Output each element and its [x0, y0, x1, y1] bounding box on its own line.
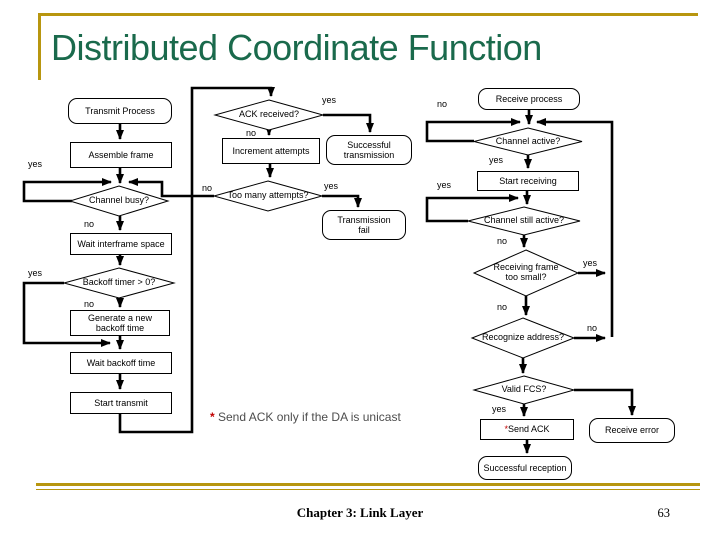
footnote-text: Send ACK only if the DA is unicast: [214, 410, 401, 424]
footer-page-number: 63: [657, 506, 671, 520]
edge-label-no: no: [84, 219, 95, 229]
node-send-ack: *Send ACK: [480, 419, 574, 440]
node-wait-backoff-time: Wait backoff time: [70, 352, 172, 374]
edge-label-no: no: [84, 299, 95, 309]
edge-label-yes: yes: [322, 95, 337, 105]
decision-backoff-timer: Backoff timer > 0?: [64, 268, 174, 298]
node-start-transmit: Start transmit: [70, 392, 172, 414]
edge-label-yes: yes: [492, 404, 507, 414]
slide-title: Distributed Coordinate Function: [51, 27, 542, 68]
gold-bottom-rule-thin: [36, 489, 700, 490]
decision-channel-busy: Channel busy?: [70, 186, 168, 216]
decision-too-many-attempts: Too many attempts?: [214, 181, 322, 211]
edge-label-yes: yes: [583, 258, 598, 268]
node-generate-backoff-time: Generate a new backoff time: [70, 310, 170, 336]
footnote-annotation: * Send ACK only if the DA is unicast: [210, 410, 401, 424]
node-receive-error: Receive error: [589, 418, 675, 443]
edge-label-yes: yes: [437, 180, 452, 190]
gold-top-rule: [38, 13, 698, 16]
gold-bottom-rule-thick: [36, 483, 700, 486]
edge-label-no: no: [587, 323, 598, 333]
edge-label-no: no: [246, 128, 257, 138]
edge-label-yes: yes: [28, 268, 43, 278]
node-receive-process: Receive process: [478, 88, 580, 110]
edge-label-yes: yes: [489, 155, 504, 165]
gold-left-rule: [38, 13, 41, 80]
decision-recognize-address: Recognize address?: [472, 318, 574, 358]
edge-label-no: no: [497, 236, 508, 246]
send-ack-asterisk: *: [504, 424, 508, 435]
node-transmit-process: Transmit Process: [68, 98, 172, 124]
edge-label-no: no: [437, 99, 448, 109]
node-wait-interframe-space: Wait interframe space: [70, 233, 172, 255]
node-start-receiving: Start receiving: [477, 171, 579, 191]
footer-chapter: Chapter 3: Link Layer: [296, 505, 424, 520]
node-increment-attempts: Increment attempts: [222, 138, 320, 164]
node-successful-transmission: Successful transmission: [326, 135, 412, 165]
edge-label-no: no: [202, 183, 213, 193]
node-successful-reception: Successful reception: [478, 456, 572, 480]
node-assemble-frame: Assemble frame: [70, 142, 172, 168]
edge-label-yes: yes: [324, 181, 339, 191]
node-transmission-fail: Transmission fail: [322, 210, 406, 240]
decision-channel-still-active: Channel still active?: [468, 207, 580, 235]
decision-valid-fcs: Valid FCS?: [474, 376, 574, 404]
decision-frame-too-small: Receiving frame too small?: [474, 250, 578, 296]
edge-label-yes: yes: [28, 159, 43, 169]
edge-label-no: no: [497, 302, 508, 312]
decision-ack-received: ACK received?: [215, 100, 323, 130]
decision-channel-active: Channel active?: [474, 128, 582, 155]
